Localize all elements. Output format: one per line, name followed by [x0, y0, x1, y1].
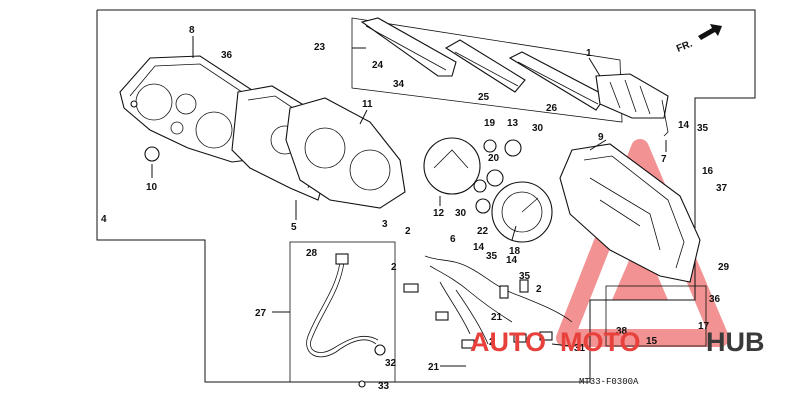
part-labels: 8 36 10 4 5 11 23 24 34 25 26 1 14 35 9 … [101, 25, 730, 392]
watermark-hub: HUB [706, 327, 765, 357]
part-19-shape [483, 139, 497, 153]
case-9 [559, 143, 701, 283]
label-20: 20 [488, 153, 500, 164]
label-7: 7 [661, 154, 667, 165]
leader-lines [96, 36, 667, 367]
label-35a: 35 [697, 123, 709, 134]
label-35c: 35 [519, 271, 531, 282]
label-33: 33 [378, 381, 390, 392]
label-14a: 14 [678, 120, 690, 131]
main-outline [96, 9, 756, 383]
gauge-face-11 [285, 97, 406, 209]
label-10: 10 [146, 182, 158, 193]
watermark-auto: AUTO [470, 327, 546, 357]
direction-label: FR. [675, 38, 694, 54]
label-4: 4 [101, 214, 107, 225]
label-16: 16 [702, 166, 714, 177]
label-3: 3 [382, 219, 388, 230]
label-17: 17 [698, 321, 710, 332]
label-24: 24 [372, 60, 384, 71]
label-36: 36 [221, 50, 233, 61]
label-11: 11 [362, 99, 373, 110]
label-26: 26 [546, 103, 558, 114]
part-22-shape [475, 198, 491, 214]
label-27: 27 [255, 308, 267, 319]
drawing-code: MT33-F0300A [579, 377, 639, 387]
label-32: 32 [385, 358, 397, 369]
label-9: 9 [598, 132, 604, 143]
label-1: 1 [586, 48, 592, 59]
watermark-moto: MOTO [560, 327, 641, 357]
label-14c: 14 [506, 255, 518, 266]
label-29: 29 [718, 262, 730, 273]
gauge-strip-25 [444, 39, 526, 93]
label-38: 38 [616, 326, 628, 337]
label-8: 8 [189, 25, 195, 36]
label-13: 13 [507, 118, 519, 129]
label-18: 18 [509, 246, 521, 257]
wiring-harness-6 [403, 255, 573, 349]
label-21a: 21 [491, 312, 503, 323]
label-2c: 2 [536, 284, 542, 295]
meter-18 [491, 181, 553, 243]
connector-1 [595, 73, 669, 137]
label-30a: 30 [532, 123, 544, 134]
label-2b: 2 [391, 262, 397, 273]
grommet-10 [144, 146, 160, 162]
label-31: 31 [574, 343, 586, 354]
label-22: 22 [477, 226, 489, 237]
label-30b: 30 [455, 208, 467, 219]
bolt-box [605, 285, 707, 347]
label-6b: 6 [450, 234, 456, 245]
cable-27 [306, 253, 386, 388]
label-34: 34 [393, 79, 405, 90]
label-23: 23 [314, 42, 326, 53]
label-35b: 35 [486, 251, 498, 262]
label-25: 25 [478, 92, 490, 103]
label-28: 28 [306, 248, 318, 259]
label-15: 15 [646, 336, 658, 347]
label-37: 37 [716, 183, 728, 194]
label-2d: 2 [489, 337, 495, 348]
label-19: 19 [484, 118, 496, 129]
watermark-wordmark: AUTO MOTO HUB [470, 327, 765, 357]
label-2a: 2 [405, 226, 411, 237]
label-14b: 14 [473, 242, 485, 253]
subassembly-box-23 [351, 17, 623, 123]
meter-12 [423, 137, 487, 195]
front-direction-arrow-icon [698, 24, 722, 40]
label-12: 12 [433, 208, 445, 219]
part-13-shape [504, 139, 522, 157]
gauge-strip-24 [360, 17, 457, 77]
label-5: 5 [291, 222, 297, 233]
label-21b: 21 [428, 362, 440, 373]
part-20-shape [486, 169, 504, 187]
label-36b: 36 [709, 294, 721, 305]
